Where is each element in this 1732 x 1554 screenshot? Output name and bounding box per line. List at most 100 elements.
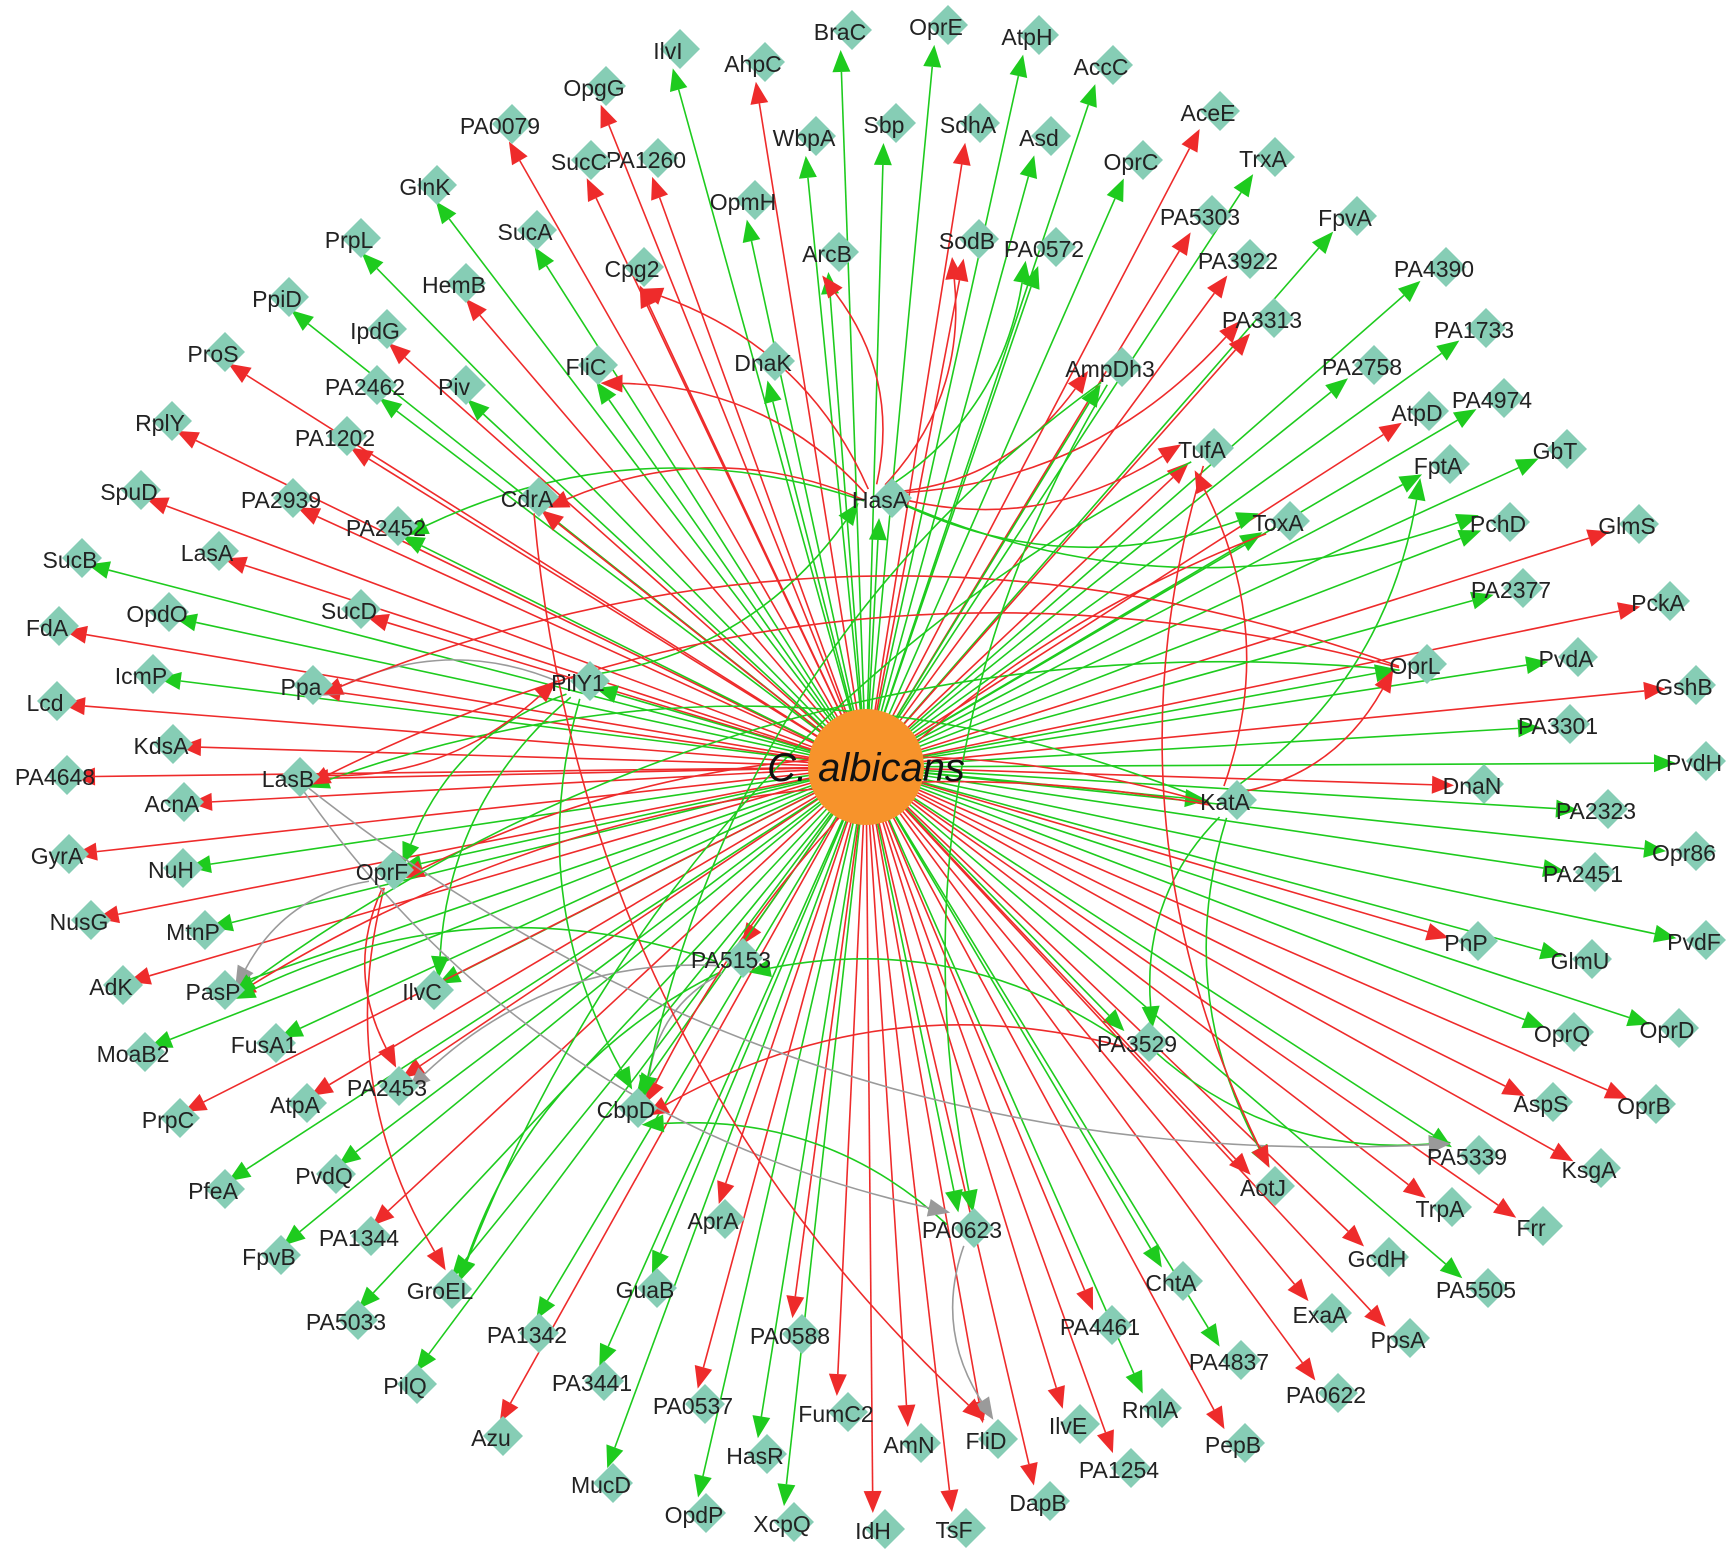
node-PrpC[interactable]: PrpC	[142, 1098, 200, 1138]
node-diamond-FpvA[interactable]	[1337, 196, 1377, 236]
node-PA2758[interactable]: PA2758	[1322, 345, 1402, 385]
node-diamond-GlnK[interactable]	[417, 165, 457, 205]
node-TufA[interactable]: TufA	[1178, 428, 1234, 468]
node-diamond-OprF[interactable]	[374, 850, 414, 890]
node-FumC2[interactable]: FumC2	[798, 1392, 874, 1432]
node-PilQ[interactable]: PilQ	[383, 1364, 437, 1404]
node-diamond-PA2451[interactable]	[1575, 852, 1615, 892]
node-KsgA[interactable]: KsgA	[1562, 1148, 1621, 1188]
node-Azu[interactable]: Azu	[471, 1416, 523, 1456]
node-diamond-Opr86[interactable]	[1676, 831, 1716, 871]
node-OprE[interactable]: OprE	[909, 5, 968, 45]
node-OprB[interactable]: OprB	[1617, 1084, 1676, 1124]
node-diamond-AceE[interactable]	[1200, 91, 1240, 131]
node-diamond-TrxA[interactable]	[1255, 137, 1295, 177]
node-diamond-Sbp[interactable]	[876, 103, 916, 143]
node-diamond-GroEL[interactable]	[432, 1269, 472, 1309]
node-PA0622[interactable]: PA0622	[1286, 1373, 1366, 1413]
node-diamond-AtpH[interactable]	[1019, 15, 1059, 55]
node-FpvB[interactable]: FpvB	[242, 1235, 301, 1275]
node-diamond-TufA[interactable]	[1194, 428, 1234, 468]
node-diamond-Cpg2[interactable]	[624, 247, 664, 287]
node-PA0588[interactable]: PA0588	[750, 1314, 830, 1354]
node-PA1254[interactable]: PA1254	[1079, 1448, 1159, 1488]
node-diamond-PA4461[interactable]	[1092, 1305, 1132, 1345]
node-diamond-XcpQ[interactable]	[774, 1502, 814, 1542]
node-HemB[interactable]: HemB	[422, 263, 486, 303]
node-GlnK[interactable]: GlnK	[399, 165, 457, 205]
node-PepB[interactable]: PepB	[1205, 1423, 1265, 1463]
node-diamond-PvdA[interactable]	[1558, 637, 1598, 677]
node-diamond-WbpA[interactable]	[796, 116, 836, 156]
node-diamond-SpuD[interactable]	[121, 470, 161, 510]
node-diamond-AccC[interactable]	[1093, 45, 1133, 85]
node-diamond-MtnP[interactable]	[185, 910, 225, 950]
node-diamond-Azu[interactable]	[483, 1416, 523, 1456]
node-diamond-PA0622[interactable]	[1318, 1373, 1358, 1413]
node-diamond-MoaB2[interactable]	[125, 1032, 165, 1072]
node-SucA[interactable]: SucA	[498, 210, 557, 250]
node-diamond-OpdO[interactable]	[149, 592, 189, 632]
node-diamond-GcdH[interactable]	[1369, 1237, 1409, 1277]
node-Cpg2[interactable]: Cpg2	[605, 247, 664, 287]
node-GuaB[interactable]: GuaB	[616, 1268, 677, 1308]
node-ArcB[interactable]: ArcB	[802, 232, 859, 272]
node-diamond-PA3922[interactable]	[1230, 239, 1270, 279]
node-diamond-HemB[interactable]	[446, 263, 486, 303]
node-diamond-FliC[interactable]	[578, 345, 618, 385]
node-diamond-FumC2[interactable]	[828, 1392, 868, 1432]
node-Opr86[interactable]: Opr86	[1652, 831, 1716, 871]
node-diamond-NuH[interactable]	[163, 848, 203, 888]
node-diamond-FusA1[interactable]	[256, 1023, 296, 1063]
node-AceE[interactable]: AceE	[1181, 91, 1240, 131]
node-diamond-Frr[interactable]	[1523, 1206, 1563, 1246]
node-GbT[interactable]: GbT	[1533, 429, 1587, 469]
node-diamond-PA1202[interactable]	[327, 416, 367, 456]
node-OpdP[interactable]: OpdP	[665, 1493, 726, 1533]
node-OprC[interactable]: OprC	[1104, 140, 1163, 180]
node-diamond-Lcd[interactable]	[37, 681, 77, 721]
node-diamond-PA5339[interactable]	[1459, 1135, 1499, 1175]
node-PnP[interactable]: PnP	[1444, 921, 1498, 961]
node-diamond-PA2377[interactable]	[1503, 568, 1543, 608]
node-diamond-SucB[interactable]	[62, 538, 102, 578]
node-DnaK[interactable]: DnaK	[734, 341, 795, 381]
node-diamond-PA1733[interactable]	[1466, 308, 1506, 348]
node-DnaN[interactable]: DnaN	[1443, 764, 1504, 804]
node-OpdO[interactable]: OpdO	[126, 592, 189, 632]
node-ExaA[interactable]: ExaA	[1293, 1293, 1352, 1333]
node-diamond-MucD[interactable]	[593, 1463, 633, 1503]
node-GyrA[interactable]: GyrA	[31, 834, 89, 874]
node-diamond-SucC[interactable]	[571, 140, 611, 180]
node-diamond-PA3313[interactable]	[1254, 298, 1294, 338]
node-DapB[interactable]: DapB	[1009, 1481, 1070, 1521]
node-diamond-PvdQ[interactable]	[316, 1154, 356, 1194]
node-IlvC[interactable]: IlvC	[402, 970, 454, 1010]
node-diamond-PA0572[interactable]	[1036, 227, 1076, 267]
node-PA2377[interactable]: PA2377	[1471, 568, 1551, 608]
node-WbpA[interactable]: WbpA	[773, 116, 836, 156]
node-Frr[interactable]: Frr	[1516, 1206, 1563, 1246]
node-diamond-LasB[interactable]	[280, 757, 320, 797]
node-PA3441[interactable]: PA3441	[552, 1361, 632, 1401]
node-PvdQ[interactable]: PvdQ	[295, 1154, 356, 1194]
node-PilY1[interactable]: PilY1	[551, 661, 610, 701]
node-RmlA[interactable]: RmlA	[1122, 1388, 1182, 1428]
node-diamond-PasP[interactable]	[205, 970, 245, 1010]
node-diamond-FptA[interactable]	[1430, 444, 1470, 484]
node-ToxA[interactable]: ToxA	[1252, 501, 1310, 541]
node-diamond-OpmH[interactable]	[735, 180, 775, 220]
node-diamond-CdrA[interactable]	[519, 477, 559, 517]
node-diamond-FpvB[interactable]	[261, 1235, 301, 1275]
node-diamond-PA0623[interactable]	[954, 1208, 994, 1248]
node-diamond-GyrA[interactable]	[49, 834, 89, 874]
node-diamond-PA2453[interactable]	[379, 1066, 419, 1106]
node-diamond-OprB[interactable]	[1636, 1084, 1676, 1124]
node-IpdG[interactable]: IpdG	[350, 309, 407, 349]
node-diamond-KatA[interactable]	[1217, 780, 1257, 820]
node-Sbp[interactable]: Sbp	[864, 103, 916, 143]
hub-node[interactable]: C. albicans	[767, 709, 965, 825]
node-PA2451[interactable]: PA2451	[1543, 852, 1623, 892]
node-PA0537[interactable]: PA0537	[653, 1384, 733, 1424]
node-AhpC[interactable]: AhpC	[724, 42, 785, 82]
